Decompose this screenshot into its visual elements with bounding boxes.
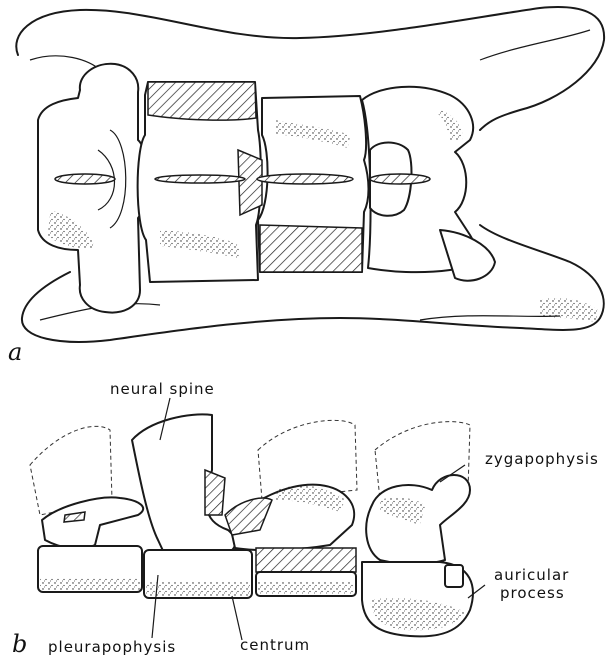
- centrum-4-rim: [445, 565, 463, 587]
- lateral-vertebra-1: [42, 497, 143, 548]
- panel-a-sacrum-dorsal-view: a: [8, 7, 604, 366]
- label-pleurapophysis: pleurapophysis: [48, 638, 176, 655]
- ilium-edge-right: [540, 298, 598, 322]
- centrum-3-hatched: [256, 548, 356, 572]
- neural-canal-section-1: [55, 174, 115, 184]
- label-centrum: centrum: [240, 636, 310, 654]
- neural-canal-section-3: [257, 174, 353, 184]
- vertebra-4-auricular-process: [440, 230, 495, 281]
- neural-canal-section-4: [370, 174, 430, 184]
- label-auricular: auricular: [494, 566, 569, 584]
- label-process: process: [500, 584, 565, 602]
- vertebra-2-hatched-break: [148, 82, 256, 120]
- vertebra-2-hatched-side: [238, 150, 262, 215]
- label-zygapophysis: zygapophysis: [485, 450, 599, 468]
- panel-a-label: a: [8, 338, 22, 366]
- lateral-vertebra-2-hatch: [205, 470, 225, 515]
- panel-b-label: b: [12, 630, 27, 655]
- label-neural-spine: neural spine: [110, 380, 215, 398]
- panel-b-sacrum-lateral-view: neural spine zygapophysis auricular proc…: [12, 380, 599, 655]
- vertebra-1: [38, 64, 147, 313]
- leader-centrum: [232, 596, 242, 640]
- neural-canal-section-2: [155, 175, 245, 183]
- vertebra-3-hatched-break: [260, 225, 362, 272]
